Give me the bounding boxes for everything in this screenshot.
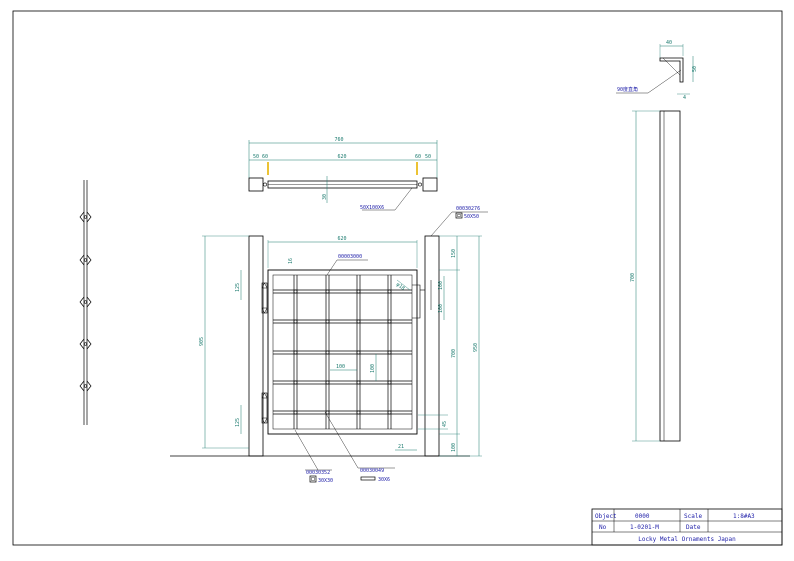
- dim-post-right: 50: [425, 154, 431, 160]
- part-top-right-code: 00030276: [456, 206, 480, 212]
- part-bottom-left-icon: [309, 475, 317, 483]
- top-view: 760 50 60 620 60 50 30 50X100X6: [248, 137, 438, 211]
- dim-grid-cell-w: 100: [336, 364, 345, 370]
- angle-thickness: 4: [683, 95, 686, 101]
- dim-bottom-gap: 21: [398, 444, 404, 450]
- part-bottom-mid-size: 30X6: [378, 477, 390, 483]
- part-bottom-mid-code: 00030049: [360, 468, 384, 474]
- dim-hinge-bottom: 125: [235, 418, 241, 427]
- angle-width: 40: [666, 40, 672, 46]
- object-value: 0000: [635, 513, 650, 520]
- dim-frame-offset: 16: [288, 258, 294, 264]
- dim-latch-a: 100: [438, 281, 444, 290]
- part-top-bar-code: 00003000: [338, 254, 362, 260]
- angle-detail: 40 50 4 90度直角 700: [616, 40, 698, 442]
- company-name: Locky Metal Ornaments Japan: [638, 536, 736, 543]
- dim-latch-b: 100: [438, 304, 444, 313]
- sheet-border: [12, 10, 783, 546]
- date-label: Date: [686, 524, 701, 531]
- front-view: 620 905 125 125 16 950 150 700 100 100 1…: [170, 206, 488, 484]
- dim-grid-cell-h: 100: [370, 364, 376, 373]
- angle-label: 90度直角: [617, 86, 638, 93]
- tube-label: 50X100X6: [360, 205, 384, 211]
- object-label: Object: [595, 513, 617, 520]
- part-bottom-left-size: 30X30: [318, 478, 333, 484]
- bar-length: 700: [630, 273, 636, 282]
- scale-value: 1:8#A3: [733, 513, 755, 520]
- no-value: 1-0201-M: [630, 524, 659, 531]
- dim-post-height: 905: [199, 337, 205, 346]
- no-label: No: [599, 524, 607, 531]
- dim-post-height-right: 950: [473, 343, 479, 352]
- title-block: Object 0000 Scale 1:8#A3 No 1-0201-M Dat…: [591, 508, 783, 546]
- dim-section-depth: 30: [322, 194, 328, 200]
- dim-latch-offset: 45: [442, 421, 448, 427]
- dim-frame-width: 620: [337, 236, 346, 242]
- angle-height: 50: [692, 66, 698, 72]
- part-bottom-left-code: 00030352: [306, 470, 330, 476]
- dim-bottom-margin: 100: [451, 443, 457, 452]
- part-bottom-mid-icon: [360, 476, 376, 481]
- part-top-right-icon: [455, 212, 463, 219]
- dim-hinge-top: 125: [235, 283, 241, 292]
- corner-label: φ18: [395, 282, 406, 292]
- scale-label: Scale: [684, 513, 702, 520]
- dim-gate-width-top: 620: [337, 154, 346, 160]
- part-top-right-size: 50X50: [464, 214, 479, 220]
- dim-gap-right: 60: [415, 154, 421, 160]
- dim-post-left: 50: [253, 154, 259, 160]
- dim-gap-left: 60: [262, 154, 268, 160]
- dim-overall-width: 760: [334, 137, 343, 143]
- dim-gate-height: 700: [451, 349, 457, 358]
- dim-top-margin: 150: [451, 249, 457, 258]
- side-elevation: [79, 180, 92, 425]
